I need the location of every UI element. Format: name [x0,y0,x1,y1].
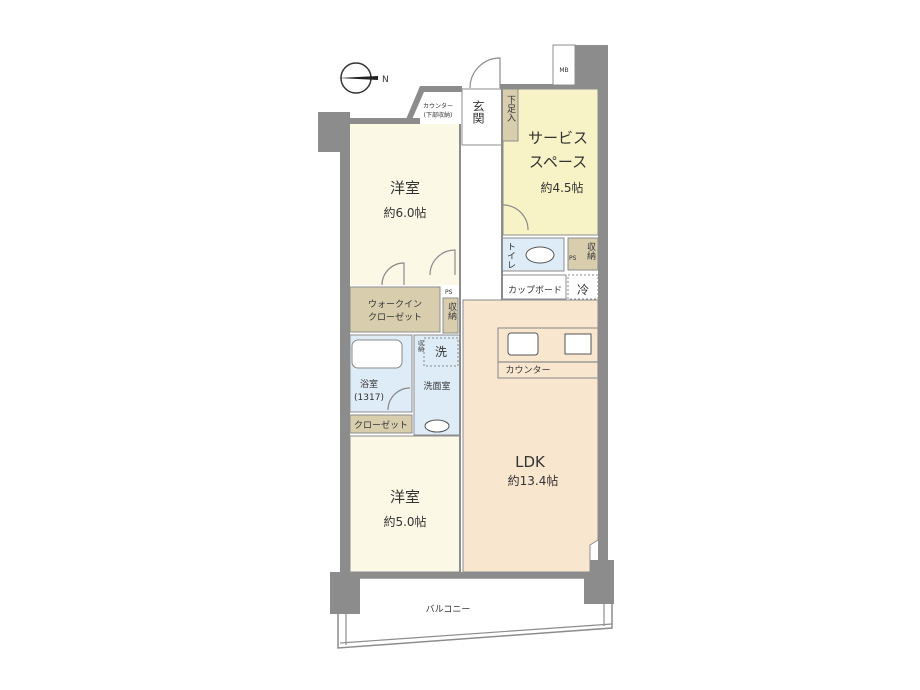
sink-icon [424,419,450,433]
bath-storage-label: 収納 [417,340,424,353]
walk-in-closet-area [349,286,441,333]
bedroom1-name: 洋室 [390,179,420,197]
storage-hall-label: 収納 [446,301,457,321]
compass-icon: N [338,62,389,94]
entrance-label: 玄関 [471,99,485,124]
storage-toilet-area [567,237,599,271]
mb-label: MB [559,67,568,74]
service-name-2: スペース [529,153,587,171]
washroom-label: 洗面室 [423,380,450,392]
ps-label-2: PS [445,289,453,296]
fridge-space [567,274,599,300]
toilet-icon [525,246,555,264]
ldk-area [462,299,599,573]
fridge-label: 冷 [577,283,589,297]
kitchen-counter-label: カウンター [505,365,550,376]
bathroom-label: 浴室 [360,378,378,390]
closet-area [349,414,413,434]
mb-box [552,44,576,86]
bathroom-size: (1317) [354,393,384,403]
entrance-door[interactable] [469,57,501,89]
balcony-label: バルコニー [426,604,471,615]
service-size: 約4.5帖 [540,180,583,195]
service-door[interactable] [502,204,529,231]
bedroom2-name: 洋室 [390,488,420,506]
bedroom1-area [350,124,460,285]
bedroom2-size: 約5.0帖 [383,514,426,529]
entrance-area [461,88,503,146]
toilet-label: トイレ [505,242,516,269]
bedroom1-door[interactable] [381,262,405,286]
north-label: N [382,75,389,85]
bathtub-icon [351,339,403,369]
counter-storage-label-1: カウンター [423,102,453,110]
closet-label: クローゼット [354,419,408,431]
ps-label-1: PS [569,255,577,262]
washroom-area [413,334,461,436]
bedroom1-size: 約6.0帖 [383,205,426,220]
counter-storage-label-2: (下部収納) [424,111,453,119]
storage-hall-area [442,297,459,334]
storage-toilet-label: 収納 [585,241,596,261]
kitchen-counter [497,327,599,379]
cupboard-area [501,274,567,300]
ldk-name: LDK [515,453,546,471]
stove-icon [564,333,592,355]
bedroom2-area [349,435,461,573]
bath-door[interactable] [387,387,411,411]
kitchen-sink-icon [507,332,539,356]
laundry-label: 洗 [435,345,447,359]
bedroom1-door2[interactable] [429,249,456,276]
shoe-storage-label: 下足入 [505,95,516,122]
wic-label-1: ウォークイン [368,299,422,310]
cupboard-label: カップボード [508,285,562,296]
laundry-space [423,337,459,367]
service-name-1: サービス [528,129,588,147]
balcony [337,577,613,649]
wic-label-2: クローゼット [368,311,422,323]
outer-walls [318,45,614,614]
ldk-size: 約13.4帖 [508,473,559,488]
